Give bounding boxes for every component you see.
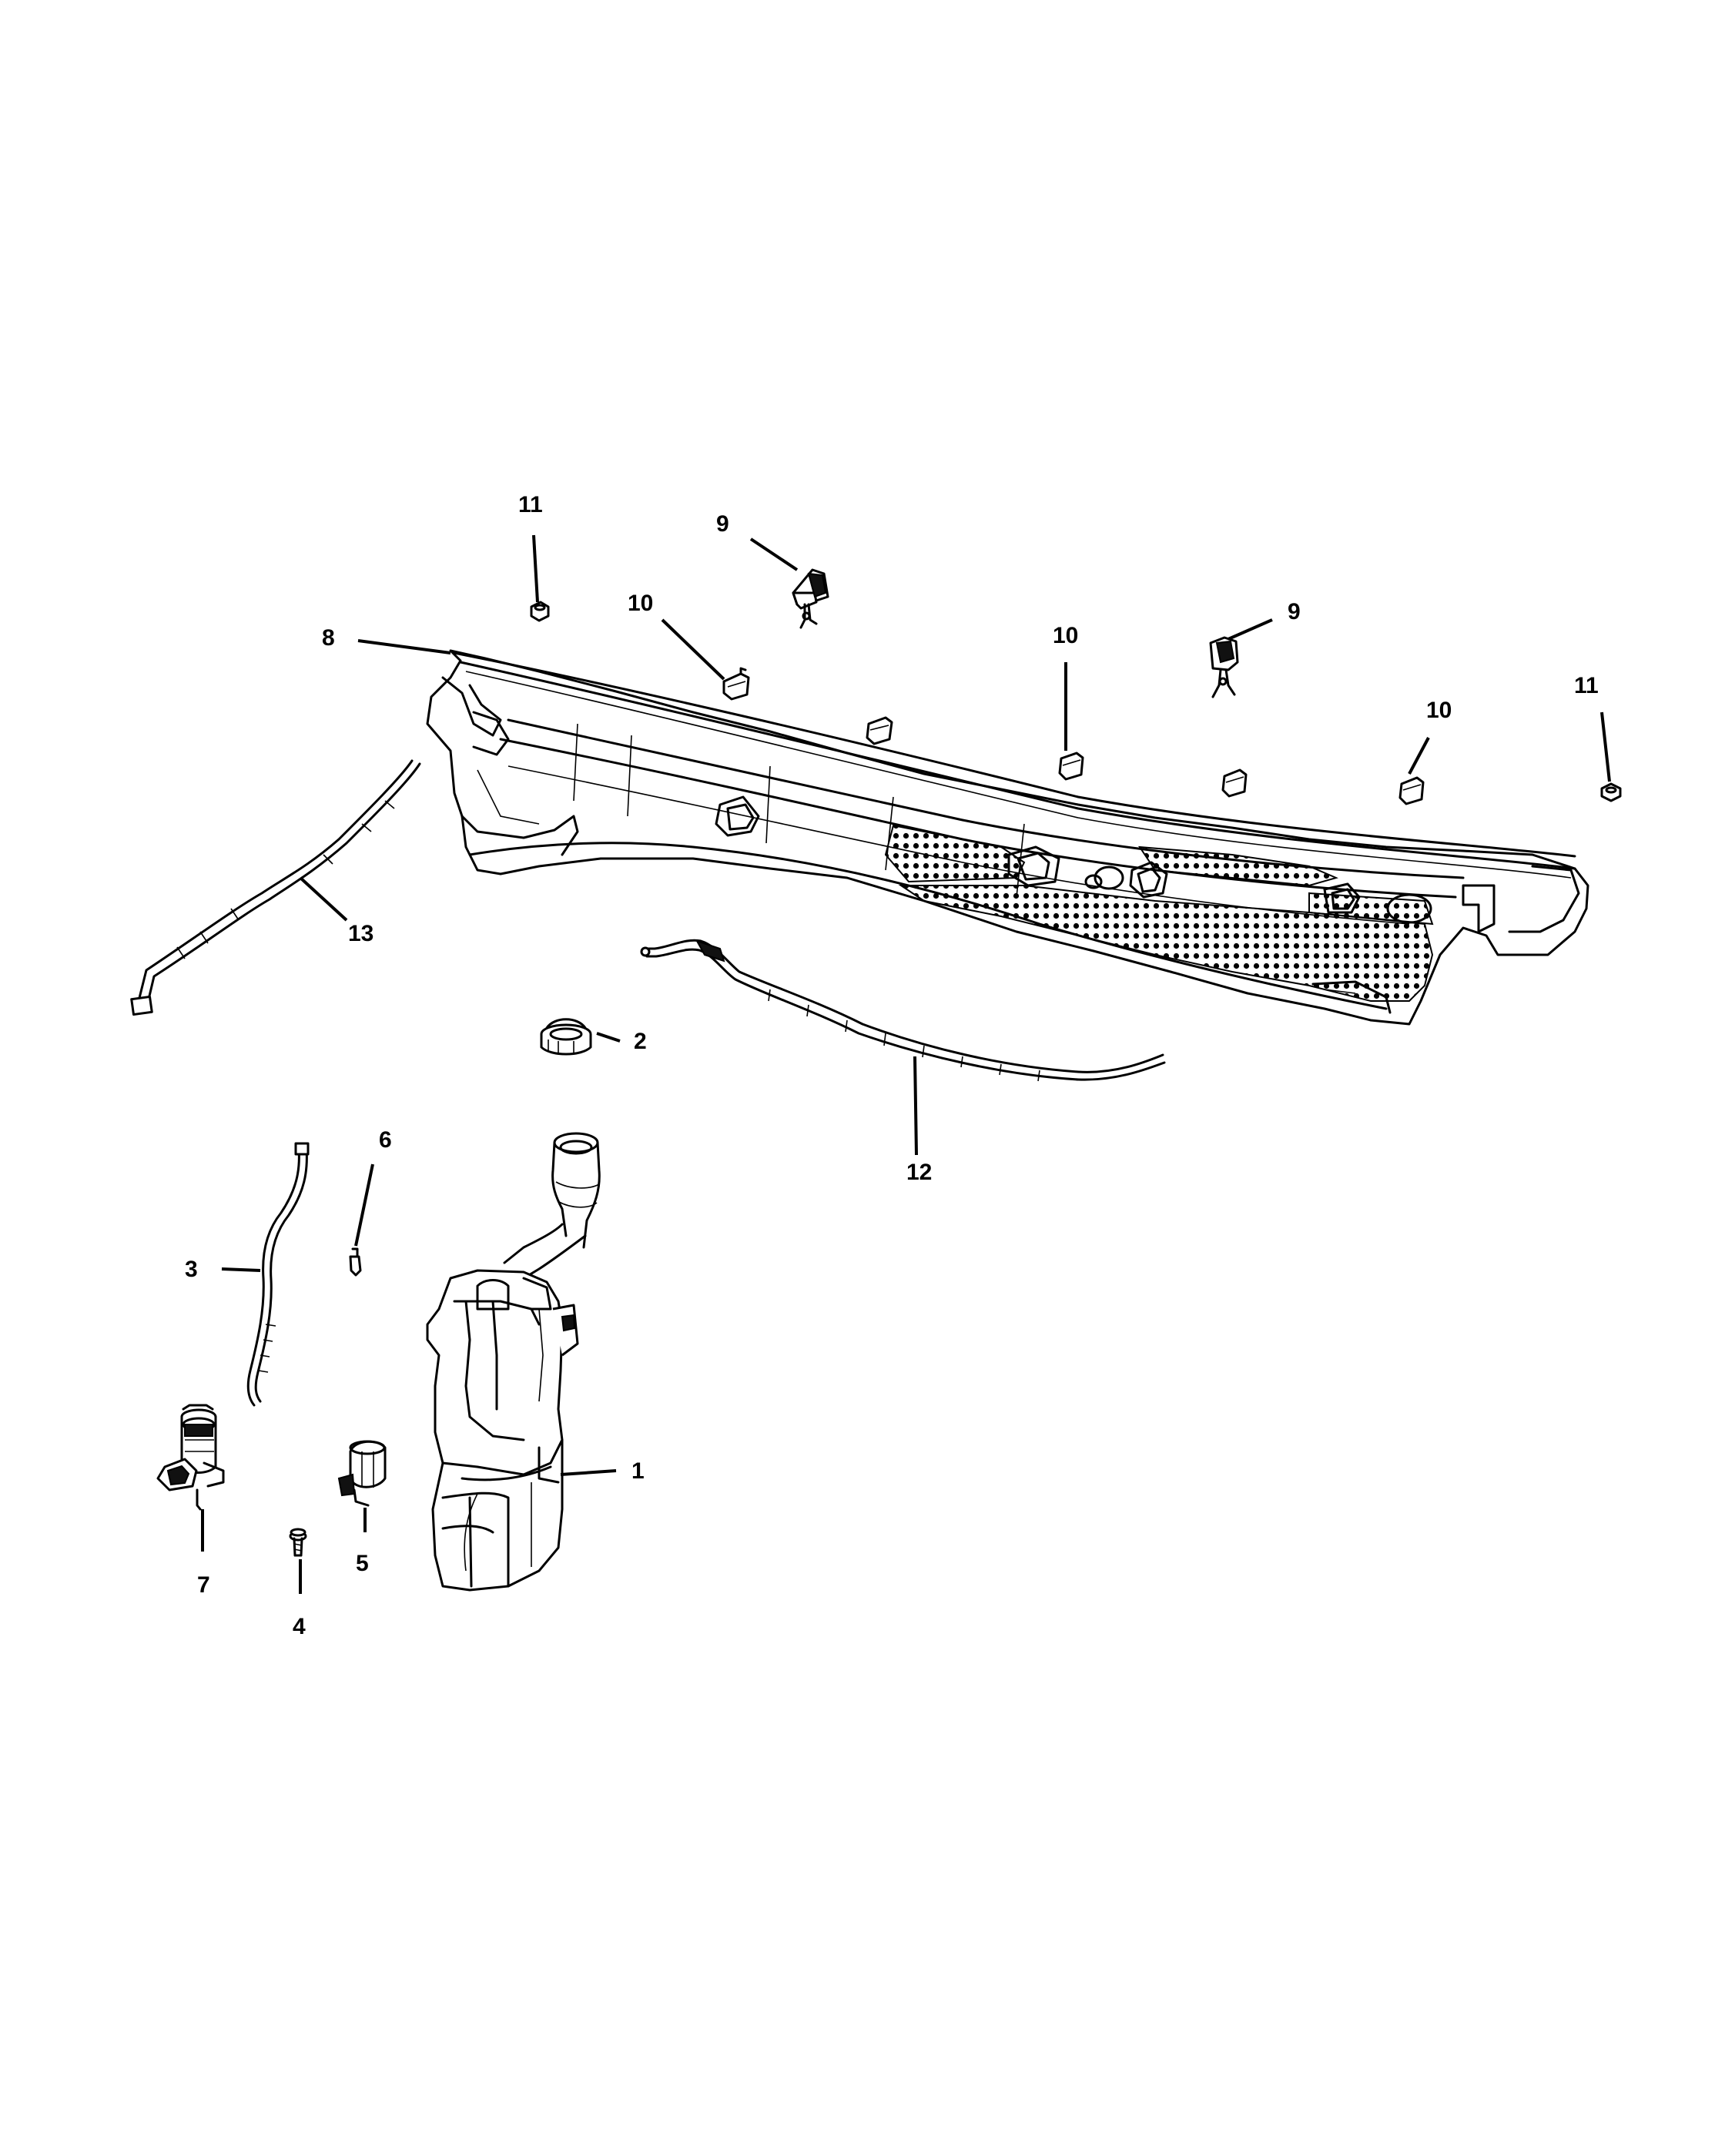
leader-10c — [1408, 737, 1430, 775]
grommet — [540, 1018, 592, 1056]
callout-5: 5 — [356, 1551, 369, 1576]
leader-2 — [596, 1032, 621, 1043]
pump-seal — [337, 1440, 387, 1507]
leader-13 — [299, 876, 348, 922]
callout-13: 13 — [348, 921, 373, 946]
leader-9a — [749, 537, 799, 571]
washer-nozzle-right — [1209, 636, 1239, 698]
callout-8: 8 — [322, 625, 335, 651]
cowl-panel — [426, 649, 1589, 1026]
callout-labels: 1 2 3 4 5 6 7 8 9 9 10 10 10 11 11 12 13 — [185, 492, 1599, 1639]
leader-9b — [1228, 618, 1273, 641]
leader-8 — [357, 639, 451, 654]
leader-3 — [221, 1267, 261, 1272]
clip-5 — [1398, 776, 1425, 805]
callout-9a: 9 — [716, 511, 729, 537]
leader-lines — [201, 534, 1611, 1594]
callout-10a: 10 — [628, 591, 653, 616]
callout-9b: 9 — [1288, 599, 1301, 624]
leader-1 — [560, 1469, 617, 1476]
callout-10c: 10 — [1426, 698, 1452, 723]
leader-11b — [1600, 711, 1611, 782]
clip-3 — [1058, 752, 1084, 781]
washer-hose-12 — [640, 939, 1166, 1082]
callout-12: 12 — [906, 1160, 932, 1185]
washer-reservoir — [426, 1132, 601, 1592]
callout-7: 7 — [197, 1572, 210, 1598]
washer-pump — [156, 1404, 225, 1511]
callout-6: 6 — [379, 1127, 392, 1153]
leader-12 — [913, 1056, 918, 1156]
fitting-6 — [349, 1247, 362, 1277]
callout-11b: 11 — [1574, 673, 1599, 698]
clip-2 — [866, 716, 893, 745]
leader-6 — [354, 1163, 374, 1247]
callout-3: 3 — [185, 1257, 198, 1282]
clip-4 — [1221, 768, 1248, 798]
nut-left — [530, 601, 550, 622]
callout-4: 4 — [293, 1614, 306, 1639]
nut-right — [1600, 782, 1622, 802]
callout-1: 1 — [631, 1458, 645, 1484]
leader-10a — [661, 618, 725, 681]
leader-11a — [532, 534, 539, 603]
clip-1 — [722, 667, 750, 701]
callout-2: 2 — [634, 1029, 647, 1054]
screw — [289, 1528, 307, 1557]
callout-10b: 10 — [1053, 623, 1078, 648]
washer-hose-3 — [246, 1142, 310, 1407]
washer-hose-13 — [130, 759, 421, 1016]
callout-11a: 11 — [518, 492, 543, 517]
washer-nozzle-left — [792, 568, 829, 629]
